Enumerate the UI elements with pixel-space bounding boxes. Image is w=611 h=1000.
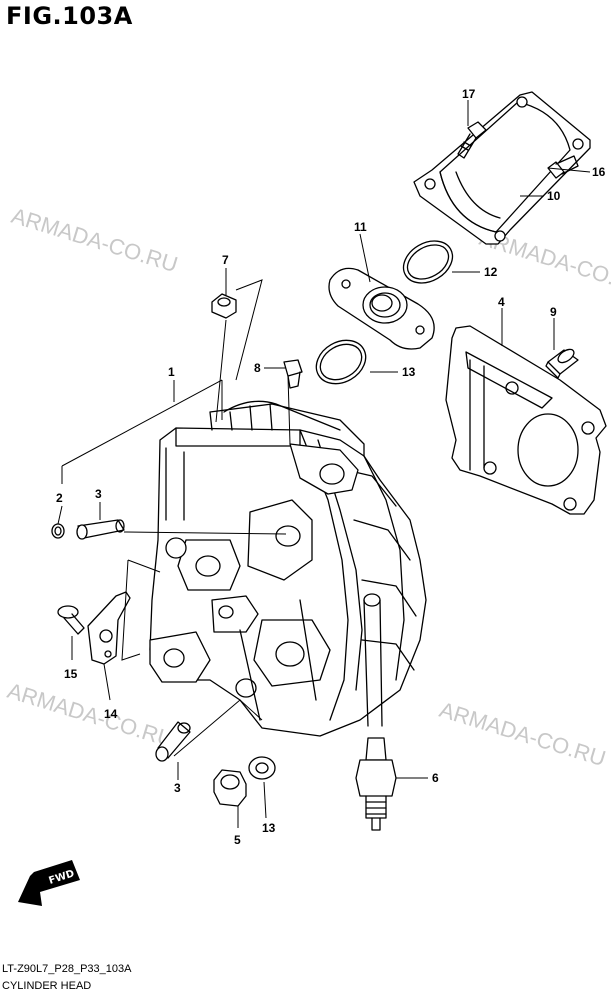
watermark-text: ARMADA-CO.RU xyxy=(437,697,609,771)
insulator-part-12 xyxy=(328,267,435,350)
spark-plug-part-10 xyxy=(355,737,397,831)
intake-pipe-part-11 xyxy=(413,91,591,245)
dowel-part-3-lower xyxy=(155,721,191,762)
callout-4: 4 xyxy=(498,295,505,309)
screw-part-17 xyxy=(57,605,85,635)
assembly-name: CYLINDER HEAD xyxy=(2,980,92,992)
o-ring-part-13-upper xyxy=(402,240,454,284)
callout-13-upper: 12 xyxy=(484,265,498,279)
callout-15: 17 xyxy=(462,87,476,101)
callout-3-upper: 3 xyxy=(95,487,102,501)
callout-7: 7 xyxy=(222,253,229,267)
callout-8: 8 xyxy=(254,361,261,375)
callout-13-lower: 13 xyxy=(402,365,416,379)
bolt-part-8 xyxy=(283,359,303,389)
o-ring-part-13-lower xyxy=(315,339,367,385)
o-ring-part-2 xyxy=(51,523,65,539)
callout-6: 13 xyxy=(262,821,276,835)
nut-part-7 xyxy=(211,293,237,319)
gasket-part-4 xyxy=(445,325,607,515)
callout-10: 6 xyxy=(432,771,439,785)
bracket-part-16 xyxy=(87,591,131,665)
nut-part-5 xyxy=(213,769,247,807)
bolt-part-15 xyxy=(457,121,487,159)
fwd-arrow-icon: FWD xyxy=(18,860,80,906)
leader-lines xyxy=(57,100,591,828)
figure-title: FIG.103A xyxy=(6,2,133,30)
callout-17: 15 xyxy=(64,667,78,681)
dowel-part-3-upper xyxy=(76,519,125,540)
callout-labels: 17 16 10 11 12 7 4 9 8 13 1 2 3 15 14 3 … xyxy=(56,87,606,847)
callout-1: 1 xyxy=(168,365,175,379)
bolt-part-14 xyxy=(547,155,579,179)
callout-12: 11 xyxy=(354,220,367,234)
cylinder-head-part-1 xyxy=(149,400,427,737)
callout-14: 16 xyxy=(592,165,606,179)
dowel-pin-part-9 xyxy=(545,348,579,379)
washer-part-6 xyxy=(248,756,276,780)
drawing-code: LT-Z90L7_P28_P33_103A xyxy=(2,963,132,975)
watermark-text: ARMADA-CO.RU xyxy=(9,203,181,277)
watermark-text: ARMADA-CO.RU xyxy=(5,678,177,752)
callout-9: 9 xyxy=(550,305,557,319)
callout-3-lower: 3 xyxy=(174,781,181,795)
callout-16: 14 xyxy=(104,707,118,721)
callout-11: 10 xyxy=(547,189,561,203)
callout-2: 2 xyxy=(56,491,63,505)
callout-5: 5 xyxy=(234,833,241,847)
